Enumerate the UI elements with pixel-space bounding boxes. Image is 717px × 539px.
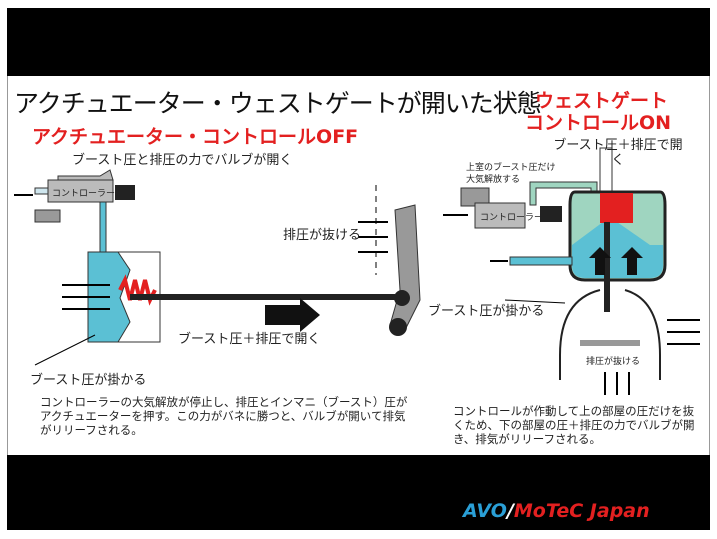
off-description: コントローラーの大気解放が停止し、排圧とインマニ（ブースト）圧がアクチュエーター… — [40, 395, 408, 437]
on-controller-icon — [443, 181, 598, 229]
avo-motec-logo: AVO/MoTeC Japan — [463, 500, 650, 522]
on-upper-chamber-label-1: 上室のブースト圧だけ — [466, 163, 556, 173]
on-heading-line2: コントロールON — [525, 112, 672, 134]
logo-slash: / — [506, 500, 514, 522]
on-description: コントロールが作動して上の部屋の圧だけを抜くため、下の部屋の圧＋排圧の力でバルブ… — [453, 404, 695, 446]
off-controller-label: コントローラー — [52, 189, 116, 199]
off-heading: アクチュエーター・コントロールOFF — [32, 126, 359, 148]
slide-frame — [7, 76, 710, 455]
off-arrow-label: ブースト圧＋排圧で開く — [178, 332, 321, 347]
on-exhaust-label: 排圧が抜ける — [586, 357, 641, 367]
on-heading-line1: ウェストゲート — [535, 90, 669, 112]
top-black-band — [7, 8, 710, 76]
off-wastegate-valve-icon — [358, 185, 421, 336]
on-actuator-icon — [490, 147, 700, 395]
off-boost-label: ブースト圧が掛かる — [30, 373, 147, 388]
logo-motec: MoTeC Japan — [513, 500, 650, 522]
page-title: アクチュエーター・ウェストゲートが開いた状態 — [14, 89, 542, 118]
off-subheading: ブースト圧と排圧の力でバルブが開く — [72, 153, 293, 168]
on-upper-chamber-label-2: 大気解放する — [466, 175, 521, 185]
logo-avo: AVO — [463, 500, 507, 522]
on-controller-label: コントローラー — [480, 213, 544, 223]
bottom-black-band — [7, 455, 710, 530]
on-top-label: ブースト圧＋排圧で開く — [553, 138, 683, 168]
off-controller-icon — [14, 169, 135, 253]
off-exhaust-label: 排圧が抜ける — [283, 228, 362, 243]
on-boost-label: ブースト圧が掛かる — [428, 304, 545, 319]
off-actuator-icon — [34, 251, 395, 366]
